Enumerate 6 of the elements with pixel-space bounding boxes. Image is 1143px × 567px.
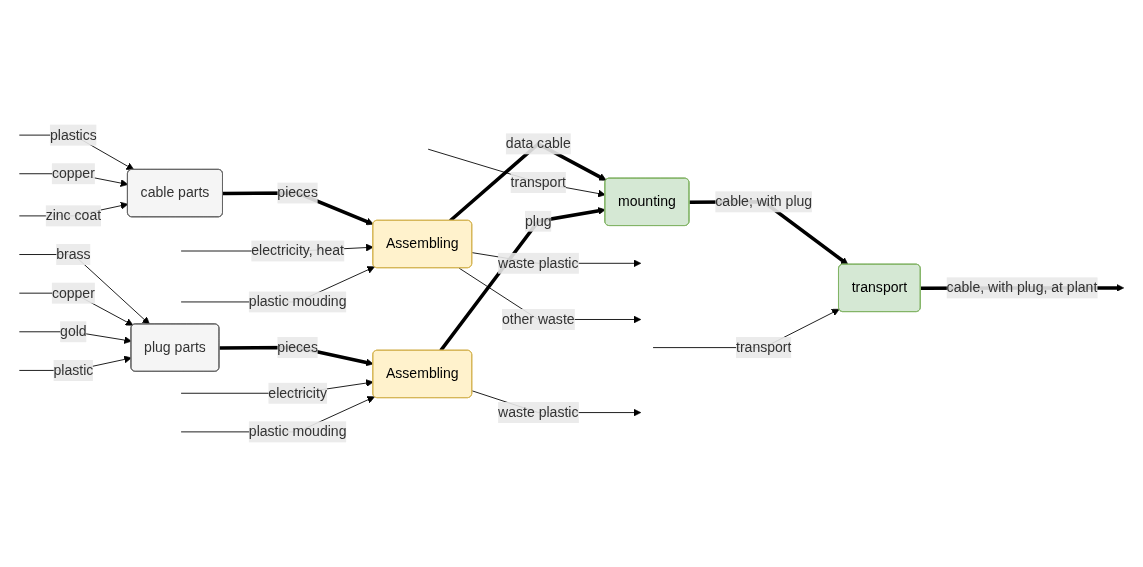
process-box: transport <box>838 263 921 313</box>
process-box: mounting <box>604 177 690 226</box>
process-box: Assembling <box>372 349 473 399</box>
process-box: Assembling <box>372 219 473 269</box>
process-box: plug parts <box>130 323 220 372</box>
process-box: cable parts <box>127 168 223 218</box>
